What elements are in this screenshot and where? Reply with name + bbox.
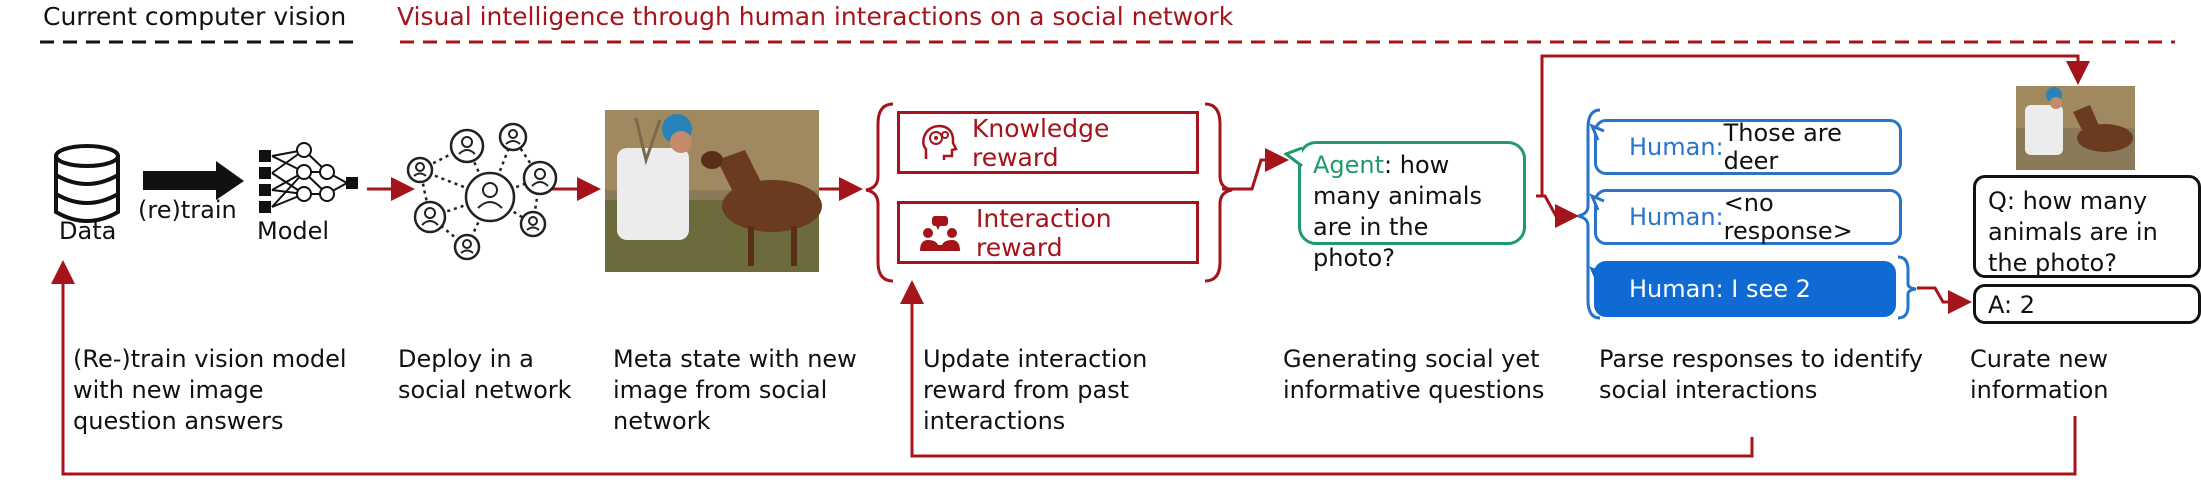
caption-meta-state: Meta state with new image from social ne… [613, 345, 857, 435]
header-visual-intelligence: Visual intelligence through human intera… [397, 2, 1234, 31]
retrain-arrow [143, 161, 244, 200]
arrow-agent-to-humans [1536, 194, 1579, 228]
arrow-rewards-to-agent [1222, 148, 1289, 191]
human-response-1: Human: Those are deer [1594, 119, 1902, 175]
model-label: Model [257, 217, 330, 245]
agent-speaker: Agent [1313, 151, 1385, 179]
header-current-cv: Current computer vision [43, 2, 347, 31]
human-bubble-tails [1589, 123, 1605, 284]
human-speaker: Human: [1629, 203, 1724, 231]
data-label: Data [59, 217, 117, 245]
human-response-selected: Human: I see 2 [1594, 261, 1896, 317]
human-response-text: Those are deer [1723, 119, 1842, 175]
database-icon [54, 144, 120, 223]
human-speaker: Human: [1629, 133, 1724, 161]
neural-net-icon [259, 142, 358, 213]
interaction-reward-label: Interaction reward [976, 203, 1112, 262]
social-network-icon [406, 122, 558, 261]
humans-brace-left [1577, 108, 1601, 320]
meta-state-photo [605, 110, 822, 272]
human-speaker: Human: I see 2 [1629, 275, 1811, 303]
feedback-curate-to-data [51, 260, 2077, 476]
feedback-parse-to-reward [900, 280, 1754, 458]
curated-answer-box: A: 2 [1973, 284, 2201, 324]
caption-curate: Curate new information [1970, 345, 2109, 404]
interaction-reward-box: Interaction reward [897, 201, 1199, 264]
people-chat-icon [920, 215, 960, 251]
curated-question-box: Q: how many animals are in the photo? [1973, 175, 2201, 278]
reward-brace-right [1204, 102, 1233, 283]
curated-photo [2016, 86, 2135, 170]
agent-bubble-tail [1284, 146, 1303, 168]
reward-brace-left [865, 102, 894, 283]
human-response-2: Human: <no response> [1594, 189, 1902, 245]
agent-question-bubble: Agent: how many animals are in the photo… [1298, 141, 1526, 272]
human-response-text: <no response> [1723, 189, 1853, 245]
caption-update-reward: Update interaction reward from past inte… [923, 345, 1148, 435]
selected-brace-right [1897, 255, 1917, 320]
caption-deploy: Deploy in a social network [398, 345, 572, 404]
arrow-selected-to-answer [1917, 286, 1972, 314]
brain-head-icon [922, 124, 958, 160]
caption-generate-questions: Generating social yet informative questi… [1283, 345, 1545, 404]
knowledge-reward-box: Knowledge reward [897, 111, 1199, 174]
knowledge-reward-label: Knowledge reward [972, 113, 1110, 172]
caption-retrain: (Re-)train vision model with new image q… [73, 345, 347, 435]
agent-question-text: : how many animals are in the photo? [1313, 151, 1482, 272]
caption-parse-responses: Parse responses to identify social inter… [1599, 345, 1923, 404]
arrow-top-to-curated-image [1540, 54, 2090, 196]
retrain-label: (re)train [138, 196, 237, 224]
